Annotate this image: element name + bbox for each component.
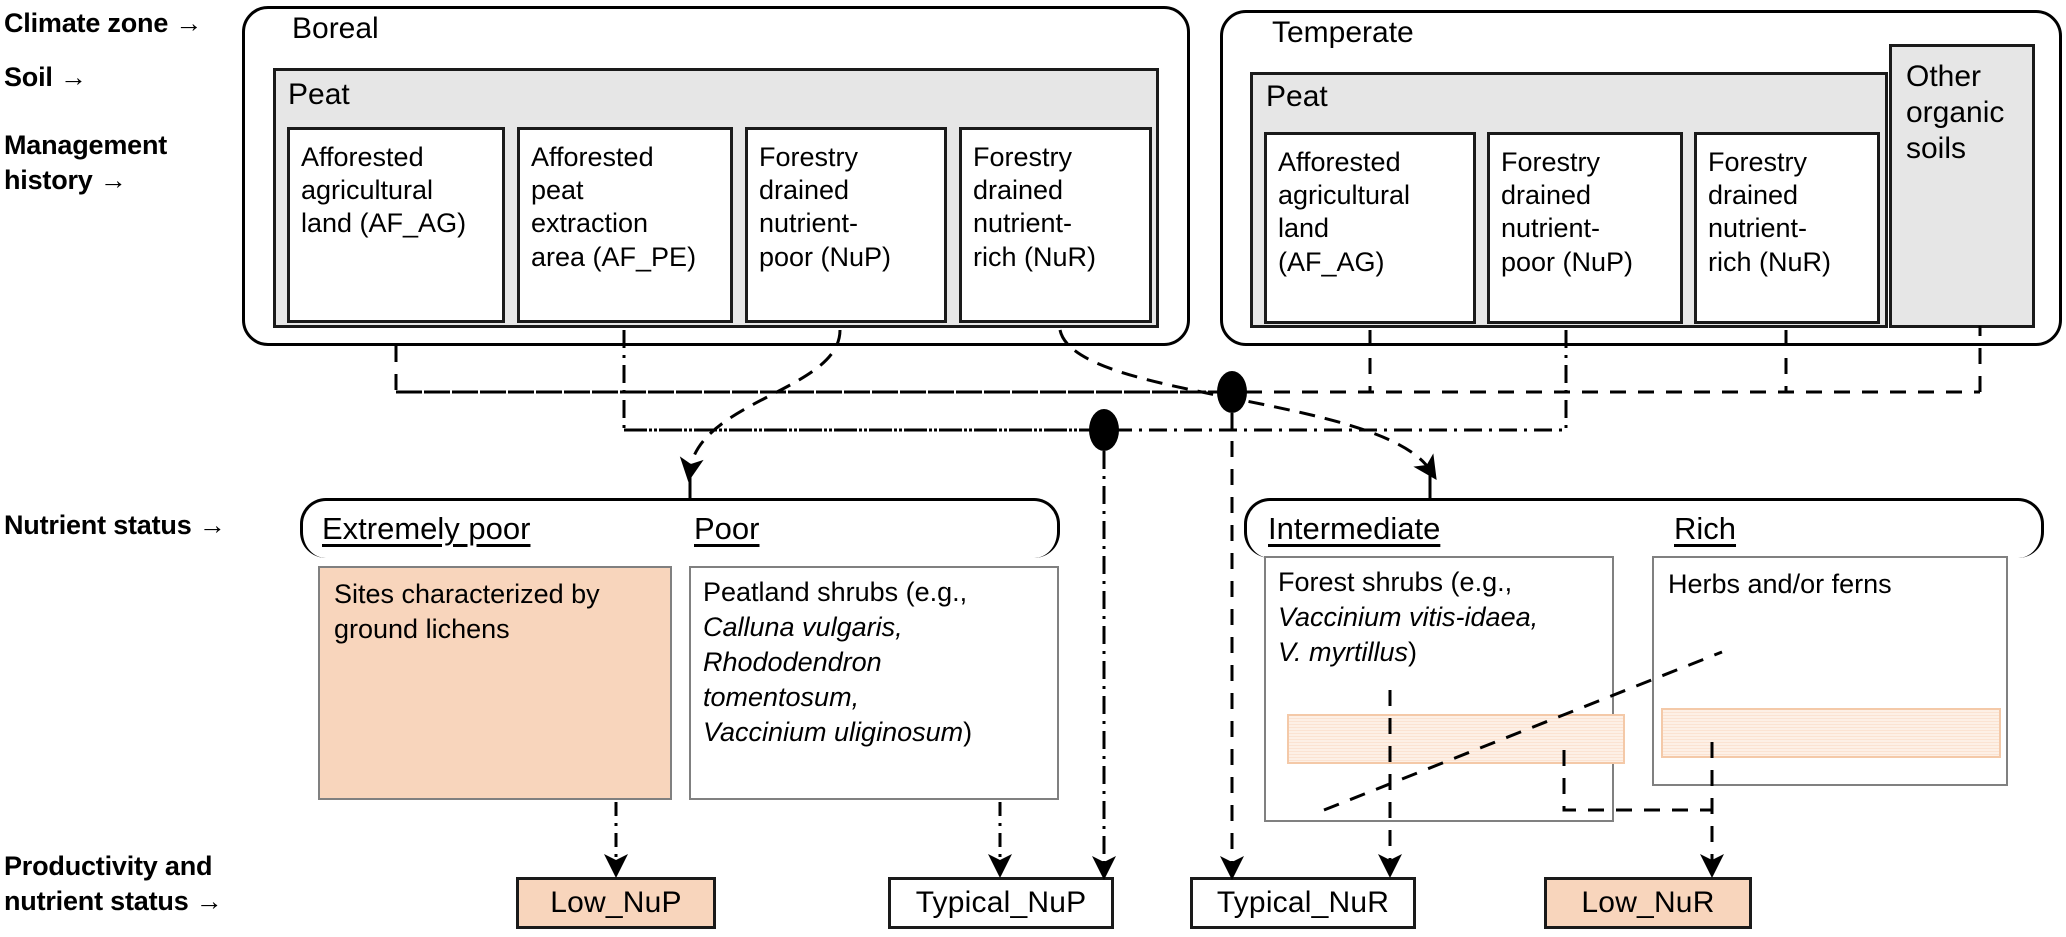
result-box-typical-nur[interactable]: Typical_NuR (1190, 877, 1416, 929)
hatched-strip-rich (1661, 708, 2001, 758)
row-label-nutrient-status: Nutrient status → (4, 510, 226, 540)
result-box-low-nur[interactable]: Low_NuR (1544, 877, 1752, 929)
nutrient-group-poor (300, 498, 1060, 558)
wire-boreal-afag (394, 346, 1980, 394)
soil-label-boreal-peat: Peat (288, 78, 350, 111)
soil-label-temperate-peat: Peat (1266, 80, 1328, 113)
result-box-low-nup[interactable]: Low_NuP (516, 877, 716, 929)
nutrient-box-intermediate-text: Forest shrubs (e.g., Vaccinium vitis-ida… (1278, 567, 1539, 668)
row-label-productivity-nutrient-status: Productivity and nutrient status → (4, 851, 223, 916)
nutrient-box-extremely-poor[interactable]: Sites characterized by ground lichens (318, 566, 672, 800)
nutrient-group-rich (1244, 498, 2044, 558)
mgmt-box-temperate-af-ag[interactable]: Afforested agricultural land (AF_AG) (1264, 132, 1476, 324)
mgmt-box-temperate-nup[interactable]: Forestry drained nutrient- poor (NuP) (1487, 132, 1683, 324)
nutrient-label-intermediate: Intermediate (1268, 511, 1441, 546)
nutrient-box-poor[interactable] (689, 566, 1059, 800)
junction-dot-dashed (1217, 371, 1247, 413)
nutrient-label-poor: Poor (694, 511, 760, 546)
mgmt-box-boreal-af-ag[interactable]: Afforested agricultural land (AF_AG) (287, 127, 505, 323)
climate-zone-boreal-title: Boreal (292, 12, 379, 45)
wire-boreal-nur-to-rich (1058, 329, 1437, 480)
wire-boreal-nup-to-poor (679, 329, 842, 482)
mgmt-box-boreal-nur[interactable]: Forestry drained nutrient- rich (NuR) (959, 127, 1152, 323)
nutrient-label-rich: Rich (1674, 511, 1737, 546)
row-label-climate-zone: Climate zone → (4, 8, 203, 38)
mgmt-box-boreal-af-pe[interactable]: Afforested peat extraction area (AF_PE) (517, 127, 733, 323)
junction-dot-dashdot (1089, 409, 1119, 451)
row-label-soil: Soil → (4, 62, 87, 92)
nutrient-label-extremely-poor: Extremely poor (322, 511, 531, 546)
climate-zone-temperate-title: Temperate (1272, 16, 1414, 49)
result-box-typical-nup[interactable]: Typical_NuP (888, 877, 1114, 929)
row-label-management-history: Management history → (4, 130, 168, 195)
mgmt-box-temperate-nur[interactable]: Forestry drained nutrient- rich (NuR) (1694, 132, 1880, 324)
soil-box-other-organic-soils[interactable]: Other organic soils (1889, 44, 2035, 328)
mgmt-box-boreal-nup[interactable]: Forestry drained nutrient- poor (NuP) (745, 127, 947, 323)
hatched-strip-intermediate (1287, 714, 1625, 764)
nutrient-box-poor-text: Peatland shrubs (e.g., Calluna vulgaris,… (703, 577, 973, 748)
